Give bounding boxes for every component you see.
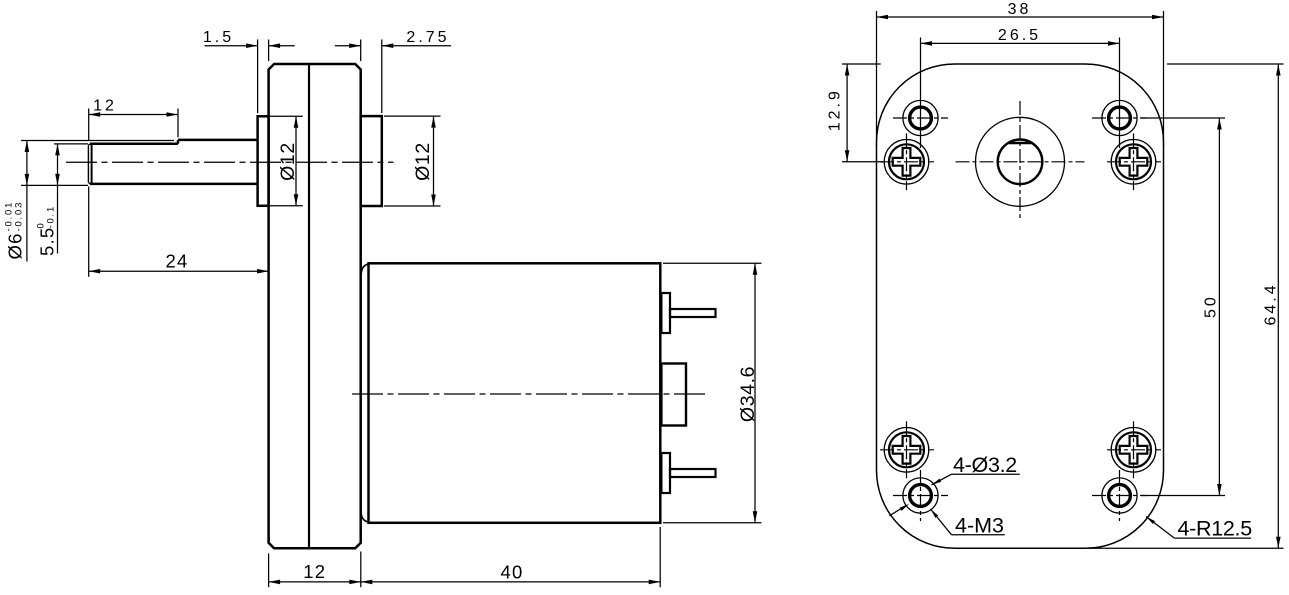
- svg-text:Ø12: Ø12: [277, 142, 299, 181]
- svg-text:12.9: 12.9: [827, 88, 844, 131]
- svg-text:Ø6: Ø6: [5, 232, 26, 259]
- svg-text:12: 12: [303, 561, 326, 582]
- svg-text:4-Ø3.2: 4-Ø3.2: [953, 453, 1017, 477]
- svg-text:26.5: 26.5: [998, 27, 1041, 44]
- svg-text:1.5: 1.5: [203, 29, 234, 46]
- svg-text:Ø12: Ø12: [412, 142, 434, 181]
- svg-text:24: 24: [166, 250, 189, 271]
- svg-text:-0.1: -0.1: [46, 205, 57, 229]
- svg-text:12: 12: [93, 98, 117, 115]
- svg-text:Ø34.6: Ø34.6: [737, 366, 759, 422]
- svg-text:40: 40: [501, 562, 524, 583]
- svg-text:38: 38: [1008, 1, 1032, 18]
- svg-text:-0.03: -0.03: [14, 201, 25, 232]
- svg-text:4-R12.5: 4-R12.5: [1178, 516, 1253, 540]
- svg-text:64.4: 64.4: [1263, 282, 1280, 325]
- svg-text:2.75: 2.75: [406, 29, 449, 46]
- svg-text:5.5: 5.5: [37, 227, 58, 256]
- svg-text:50: 50: [1203, 294, 1220, 318]
- svg-text:4-M3: 4-M3: [955, 513, 1004, 537]
- svg-text:-0.01: -0.01: [4, 201, 15, 232]
- svg-text:0: 0: [36, 221, 47, 228]
